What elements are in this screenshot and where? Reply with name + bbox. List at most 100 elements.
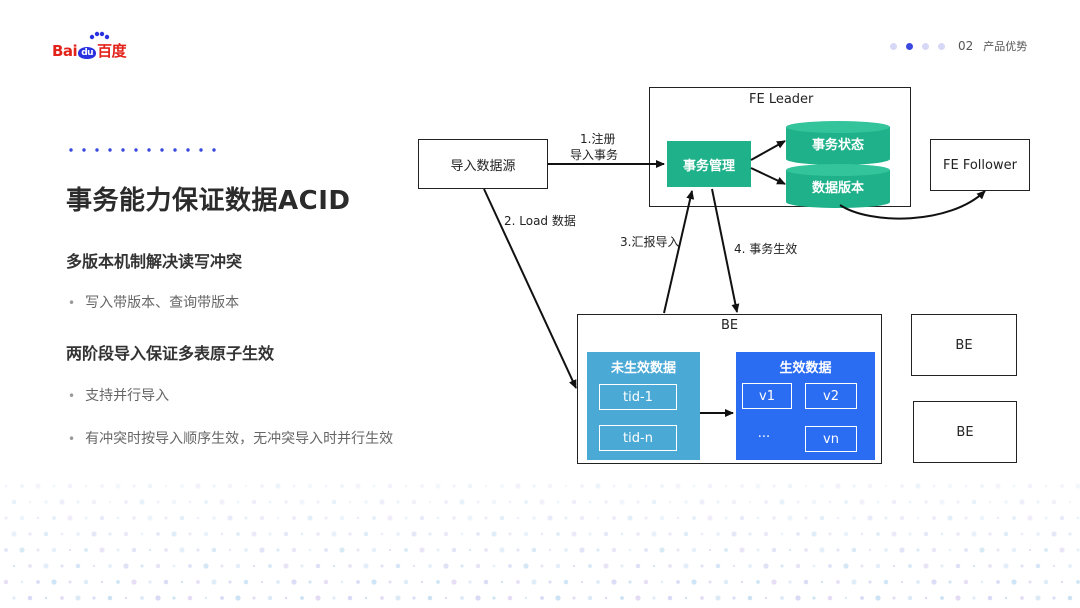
background-dot <box>124 500 128 504</box>
background-dot <box>724 516 728 520</box>
background-dot <box>555 563 561 569</box>
background-dot <box>436 580 440 584</box>
background-dot <box>923 531 929 537</box>
background-dot <box>836 548 840 552</box>
background-dot <box>308 548 312 552</box>
background-dot <box>548 548 552 552</box>
background-dot <box>931 579 937 585</box>
background-dot <box>372 516 376 520</box>
background-dot <box>788 580 792 584</box>
background-dot <box>844 596 848 600</box>
background-dot <box>868 580 872 584</box>
background-dot <box>356 580 360 584</box>
background-dot <box>700 532 704 536</box>
background-dot <box>124 596 128 600</box>
background-dot <box>44 500 48 504</box>
background-dot <box>1044 516 1048 520</box>
background-dot <box>891 499 897 505</box>
background-dot <box>908 532 912 536</box>
background-dot <box>220 532 224 536</box>
background-dot <box>931 547 937 553</box>
background-dot <box>1028 580 1032 584</box>
background-dot <box>547 515 553 521</box>
background-dot <box>748 564 752 568</box>
background-dot <box>484 548 488 552</box>
background-dot <box>363 531 369 537</box>
background-dot <box>612 516 616 520</box>
background-dot <box>1043 579 1049 585</box>
background-dot <box>244 548 248 552</box>
background-dot <box>883 579 889 585</box>
background-dot <box>787 483 793 489</box>
background-dot <box>964 484 968 488</box>
background-dot <box>459 499 465 505</box>
background-dot <box>123 531 129 537</box>
bullet-item: 支持并行导入 <box>68 385 169 405</box>
background-dot <box>412 564 416 568</box>
background-dot <box>987 595 993 601</box>
background-dot <box>1068 564 1072 568</box>
background-dot <box>340 484 344 488</box>
background-dot <box>1076 516 1080 520</box>
background-dot <box>76 532 80 536</box>
be-node-box-2: BE <box>911 314 1017 376</box>
background-dot <box>796 532 800 536</box>
uncommitted-data-title: 未生效数据 <box>610 361 676 376</box>
background-dot <box>283 563 289 569</box>
background-dot <box>131 579 137 585</box>
step3-label: 3.汇报导入 <box>620 235 680 249</box>
background-dot <box>724 548 728 552</box>
background-dot <box>996 580 1000 584</box>
background-dot <box>372 484 376 488</box>
background-dot <box>323 579 329 585</box>
background-dot <box>995 483 1001 489</box>
background-dot <box>756 516 760 520</box>
background-dot <box>564 484 568 488</box>
background-dot <box>1035 563 1041 569</box>
background-dot <box>51 579 57 585</box>
background-dot <box>964 516 968 520</box>
txn-cell-tid-n: tid-n <box>599 425 677 451</box>
background-dot <box>148 548 152 552</box>
background-dot <box>979 547 985 553</box>
background-dot-pattern <box>3 483 1080 601</box>
background-dot <box>395 563 401 569</box>
background-dot <box>932 484 936 488</box>
background-dot <box>620 564 624 568</box>
background-dot <box>651 531 657 537</box>
background-dot <box>988 532 992 536</box>
background-dot <box>516 516 520 520</box>
background-dot <box>980 484 984 488</box>
background-dot <box>916 580 920 584</box>
progress-dot <box>890 42 897 50</box>
background-dot <box>180 580 184 584</box>
background-dot <box>900 484 904 488</box>
background-dot <box>971 531 977 537</box>
background-dot <box>180 484 184 488</box>
version-cell-v2: v2 <box>805 383 857 409</box>
background-dot <box>1012 484 1016 488</box>
background-dot <box>412 596 416 600</box>
background-dot <box>940 596 944 600</box>
background-dot <box>284 500 288 504</box>
background-dot <box>891 531 897 537</box>
background-dot <box>68 548 72 552</box>
background-dot <box>307 483 313 489</box>
background-dot <box>611 547 617 553</box>
background-dot <box>291 579 297 585</box>
background-dot <box>67 515 73 521</box>
background-dot <box>532 484 536 488</box>
background-dot <box>196 580 200 584</box>
background-dot <box>1075 483 1080 489</box>
background-dot <box>84 516 88 520</box>
background-dot <box>188 532 192 536</box>
background-dot <box>475 563 481 569</box>
background-dot <box>764 500 768 504</box>
background-dot <box>164 516 168 520</box>
background-dot <box>387 515 393 521</box>
background-dot <box>284 596 288 600</box>
background-dot <box>924 500 928 504</box>
background-dot <box>676 516 680 520</box>
background-dot <box>132 484 136 488</box>
background-dot <box>588 564 592 568</box>
